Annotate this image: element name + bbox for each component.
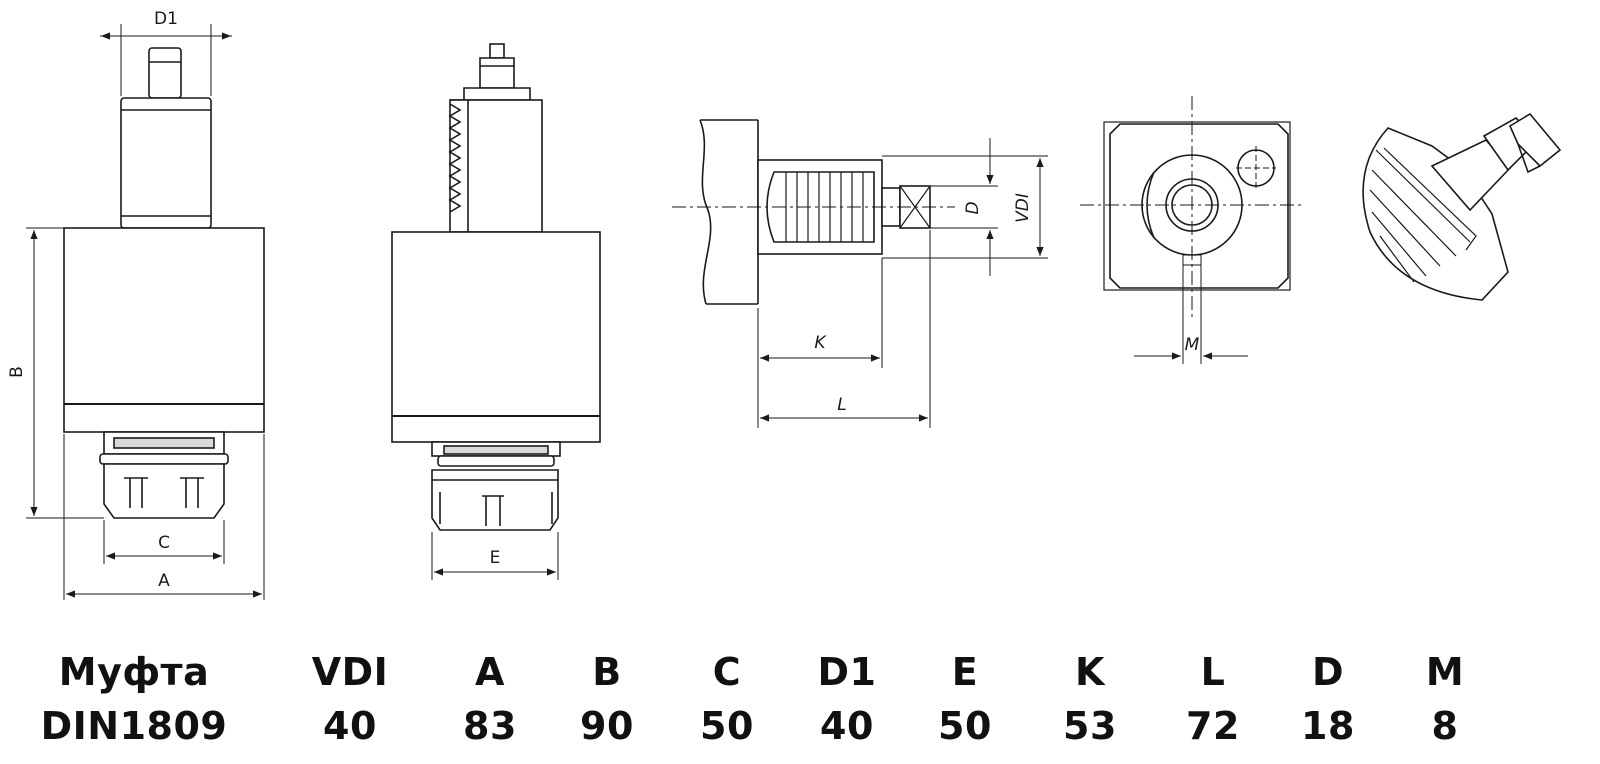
value-d: 18 (1301, 704, 1355, 748)
header-l: L (1200, 650, 1226, 694)
header-b: B (592, 650, 622, 694)
dim-c-label: C (158, 533, 170, 553)
header-vdi: VDI (311, 650, 389, 694)
dim-e-label: E (490, 548, 501, 568)
spec-table: Муфта VDI A B C D1 E K L D M DIN1809 40 … (0, 640, 1600, 764)
end-view (1103, 121, 1291, 291)
header-coupling: Муфта (58, 650, 210, 694)
dim-d1-label: D1 (154, 9, 178, 29)
header-e: E (951, 650, 979, 694)
dim-l-label: L (837, 395, 846, 415)
front-view (63, 47, 265, 519)
isometric-view (1362, 112, 1562, 301)
value-coupling: DIN1809 (40, 704, 228, 748)
header-d1: D1 (817, 650, 877, 694)
technical-drawing: D1 B C A E (7, 9, 1562, 600)
value-d1: 40 (820, 704, 874, 748)
section-view (699, 119, 931, 305)
dim-b-label: B (7, 366, 27, 378)
front-dimensions (26, 24, 265, 600)
end-dimensions (1080, 96, 1305, 364)
value-vdi: 40 (323, 704, 377, 748)
value-e: 50 (938, 704, 992, 748)
side-view (391, 43, 601, 531)
spec-value-row: DIN1809 40 83 90 50 40 50 53 72 18 8 (0, 700, 1600, 752)
value-l: 72 (1186, 704, 1240, 748)
value-k: 53 (1063, 704, 1117, 748)
dim-d-label: D (963, 201, 983, 214)
header-c: C (712, 650, 742, 694)
header-a: A (475, 650, 505, 694)
dim-k-label: K (814, 333, 827, 353)
spec-header-row: Муфта VDI A B C D1 E K L D M (0, 646, 1600, 698)
header-k: K (1075, 650, 1105, 694)
header-m: M (1425, 650, 1465, 694)
value-b: 90 (580, 704, 634, 748)
section-dimensions (672, 138, 1048, 428)
dim-vdi-label: VDI (1013, 193, 1033, 223)
dim-a-label: A (158, 571, 170, 591)
dim-m-label: M (1185, 335, 1200, 355)
side-dimensions (431, 532, 559, 580)
value-m: 8 (1431, 704, 1459, 748)
header-d: D (1311, 650, 1345, 694)
value-a: 83 (463, 704, 517, 748)
value-c: 50 (700, 704, 754, 748)
